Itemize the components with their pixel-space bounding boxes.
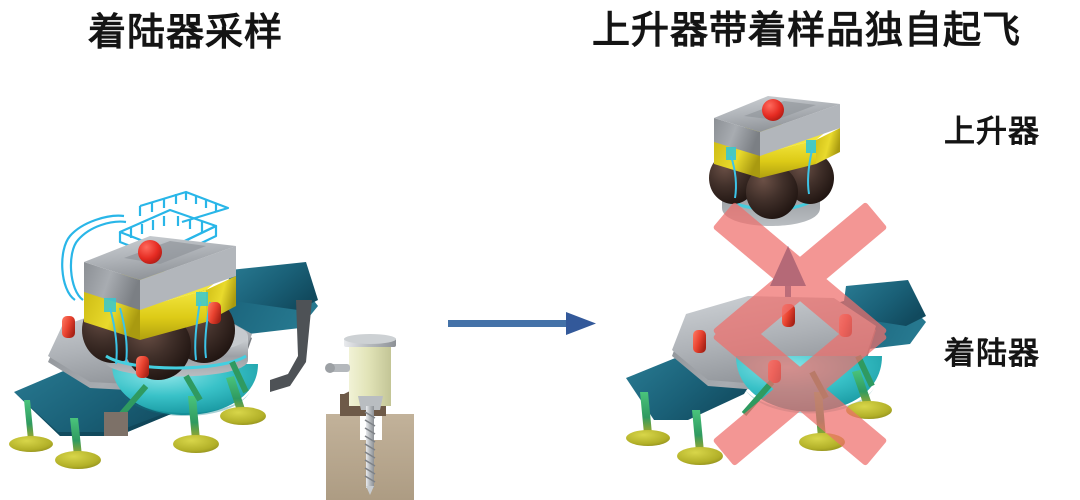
panel-mount-box (104, 412, 128, 436)
upper-box-right (140, 246, 236, 310)
drill-side-port-end (325, 363, 335, 373)
drill-bit-tip (366, 486, 374, 495)
antenna-ladder-icon (61, 190, 230, 301)
ascender-band-left (714, 140, 760, 178)
top-beacon-red (138, 240, 162, 264)
ascender-beacon-red (762, 99, 784, 121)
drill-cap-top (344, 334, 396, 344)
ascender-marker-right (806, 140, 816, 153)
drill-head (358, 396, 383, 410)
ascender-plume-lines (730, 149, 813, 199)
left-lander-figure (9, 190, 318, 469)
red-cross-icon (713, 202, 887, 466)
right-arrow-icon (448, 312, 596, 335)
instrument-band-center (140, 290, 206, 340)
ascender-box-right (760, 104, 840, 156)
descent-dome-shadow (120, 392, 250, 416)
ring-highlight (105, 354, 247, 370)
band-marker-right (196, 292, 208, 306)
landing-legs (9, 360, 266, 469)
ascender-label: 上升器 (944, 114, 1040, 149)
band-marker-left (104, 298, 116, 312)
ascender-figure (709, 96, 840, 226)
right-scene-title: 上升器带着样品独自起飞 (592, 10, 1022, 52)
ascender-marker-left (726, 147, 736, 160)
ascender-box-left (714, 118, 760, 156)
robotic-arm (270, 300, 312, 392)
lander-label: 着陆器 (944, 336, 1040, 371)
drill-sampler-figure (325, 334, 414, 500)
drill-bit-flutes (364, 411, 376, 483)
solar-panel-right-far (226, 262, 318, 310)
drill-body (349, 344, 391, 406)
ascender-band-center (760, 140, 816, 178)
indicator-lights (62, 302, 221, 378)
left-scene-title: 着陆器采样 (88, 12, 284, 54)
ascender-tank-center (746, 165, 798, 219)
ascender-band-right (816, 128, 840, 164)
upper-box-left (84, 262, 140, 310)
